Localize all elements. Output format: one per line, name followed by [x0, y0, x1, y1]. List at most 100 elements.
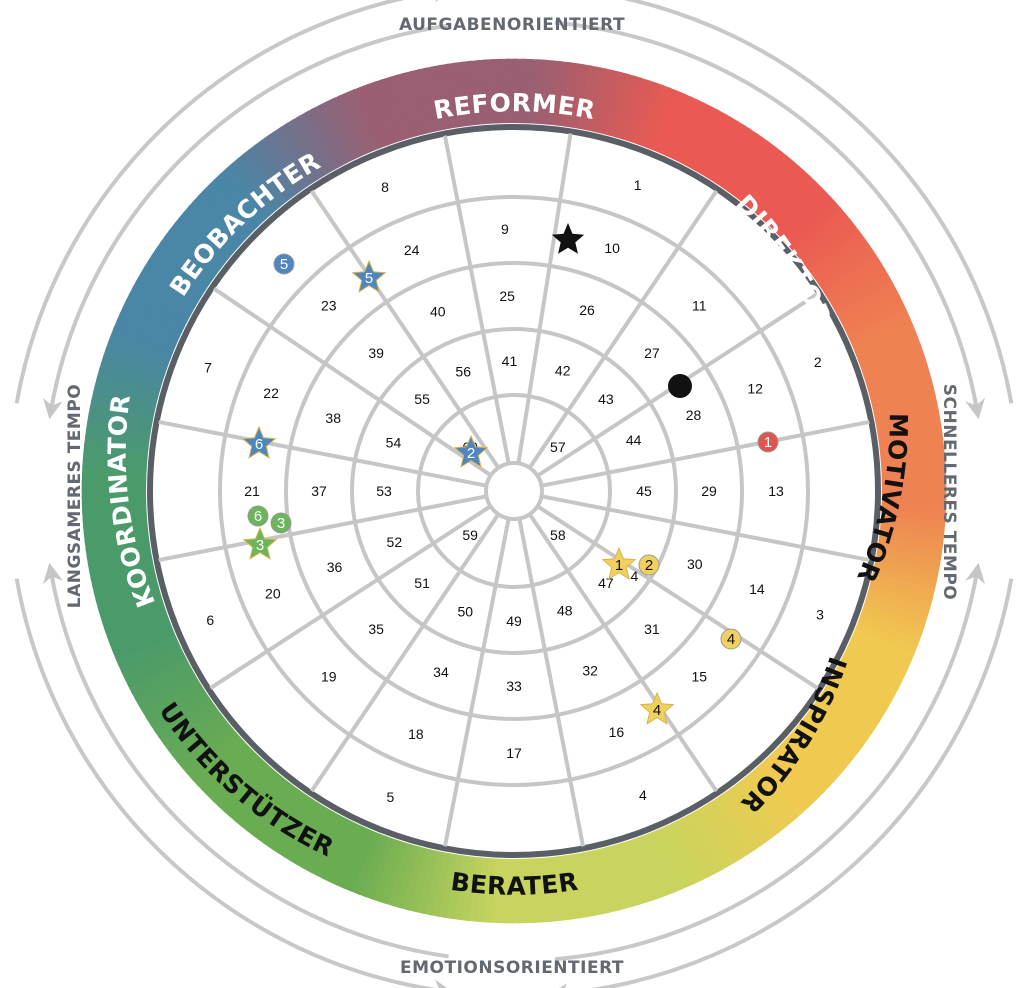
cell-number: 33 — [506, 678, 522, 694]
segment-color-ring — [81, 58, 947, 924]
cell-number: 51 — [414, 575, 430, 591]
arrow-right-upper — [554, 20, 985, 420]
cell-number: 41 — [502, 353, 518, 369]
marker-label: 6 — [255, 436, 263, 453]
axis-label-bottom: EMOTIONSORIENTIERT — [400, 958, 624, 978]
marker-dot — [668, 374, 692, 398]
marker-circle-4: 4 — [720, 628, 742, 650]
marker-star-4: 4 — [639, 691, 675, 725]
grid-spoke-4 — [541, 419, 870, 488]
cell-number: 20 — [265, 585, 281, 601]
grid-ring-5 — [218, 195, 810, 787]
marker-star-3: 3 — [242, 526, 278, 560]
inner-disc — [146, 123, 882, 859]
grid-spoke-16 — [442, 135, 511, 464]
cell-number: 7 — [204, 359, 212, 375]
circle-icon — [720, 628, 742, 650]
cell-number: 24 — [404, 242, 420, 258]
cell-number: 44 — [626, 432, 642, 448]
cell-number: 29 — [701, 483, 717, 499]
axis-label-top: AUFGABENORIENTIERT — [399, 15, 625, 35]
star-icon — [601, 546, 637, 580]
cell-number: 27 — [644, 345, 660, 361]
segment-label-berater: BERATER — [449, 867, 580, 901]
cell-number: 43 — [598, 391, 614, 407]
cell-number: 36 — [327, 559, 343, 575]
marker-label: 1 — [764, 434, 772, 451]
cell-number: 45 — [636, 483, 652, 499]
cell-number: 13 — [768, 483, 784, 499]
cell-number: 22 — [263, 385, 279, 401]
axis-label-left: LANGSAMERES TEMPO — [65, 384, 85, 609]
inner-border-ring — [147, 124, 881, 858]
cell-number: 48 — [557, 603, 573, 619]
grid-spoke-9 — [442, 518, 511, 847]
arrow-left-lower — [43, 562, 449, 959]
cell-number: 47 — [598, 575, 614, 591]
marker-circle-6: 6 — [247, 505, 269, 527]
grid-spoke-5 — [541, 494, 870, 563]
cell-number: 19 — [321, 668, 337, 684]
cell-number: 16 — [609, 724, 625, 740]
cell-number: 21 — [244, 483, 260, 499]
arrow-right-lower — [554, 562, 985, 962]
cell-number: 6 — [206, 612, 214, 628]
cell-number: 32 — [582, 662, 598, 678]
marker-label: 2 — [467, 445, 475, 462]
segment-label-path: BERATER — [449, 867, 579, 901]
arrow-bottom-right — [548, 578, 1014, 988]
cell-number: 25 — [499, 288, 515, 304]
cell-number: 4 — [639, 787, 647, 803]
cell-number: 5 — [386, 789, 394, 805]
circle-icon — [273, 253, 295, 275]
cell-number-fragment: 4 — [630, 568, 638, 584]
cell-number: 26 — [579, 302, 595, 318]
marker-label: 4 — [653, 702, 661, 719]
circle-icon — [757, 431, 779, 453]
cell-number: 58 — [550, 527, 566, 543]
grid-spoke-14 — [212, 286, 492, 478]
cell-number: 18 — [408, 726, 424, 742]
grid-spoke-10 — [309, 513, 501, 793]
circle-icon — [247, 505, 269, 527]
marker-star-5: 5 — [351, 259, 387, 293]
marker-star-6: 6 — [241, 425, 277, 459]
arrow-top-right — [622, 0, 1014, 404]
cell-number: 23 — [321, 298, 337, 314]
marker-circle-1: 1 — [757, 431, 779, 453]
marker-label: 5 — [365, 270, 373, 287]
circle-icon — [668, 374, 692, 398]
cell-number: 39 — [368, 345, 384, 361]
marker-circle-3: 3 — [270, 512, 292, 534]
cell-number: 1 — [634, 177, 642, 193]
circle-icon — [638, 554, 660, 576]
grid-spoke-2 — [527, 189, 719, 469]
grid-spoke-13 — [158, 419, 487, 488]
star-icon — [242, 526, 278, 560]
star-icon — [551, 223, 585, 254]
marker-circle-5: 5 — [273, 253, 295, 275]
grid-ring-1 — [484, 461, 544, 521]
cell-number: 54 — [386, 434, 402, 450]
cell-number: 35 — [368, 621, 384, 637]
circle-icon — [270, 512, 292, 534]
grid-spoke-7 — [527, 513, 719, 793]
cell-number: 17 — [506, 745, 522, 761]
grid-spoke-12 — [158, 494, 487, 563]
grid-spoke-11 — [209, 504, 492, 690]
grid-ring-2 — [416, 393, 612, 589]
axis-label-right: SCHNELLERES TEMPO — [939, 384, 959, 600]
cell-number: 50 — [458, 604, 474, 620]
grid-spoke-6 — [536, 504, 819, 690]
cell-number: 12 — [747, 381, 763, 397]
cell-number: 38 — [325, 410, 341, 426]
cell-number: 52 — [387, 534, 403, 550]
outer-axis-arrows — [14, 0, 1014, 988]
marker-label: 4 — [727, 631, 735, 648]
grid-ring-3 — [350, 327, 678, 655]
marker-star-2: 2 — [453, 434, 489, 468]
arrow-left-upper — [43, 23, 449, 420]
grid-spoke-15 — [309, 189, 501, 469]
